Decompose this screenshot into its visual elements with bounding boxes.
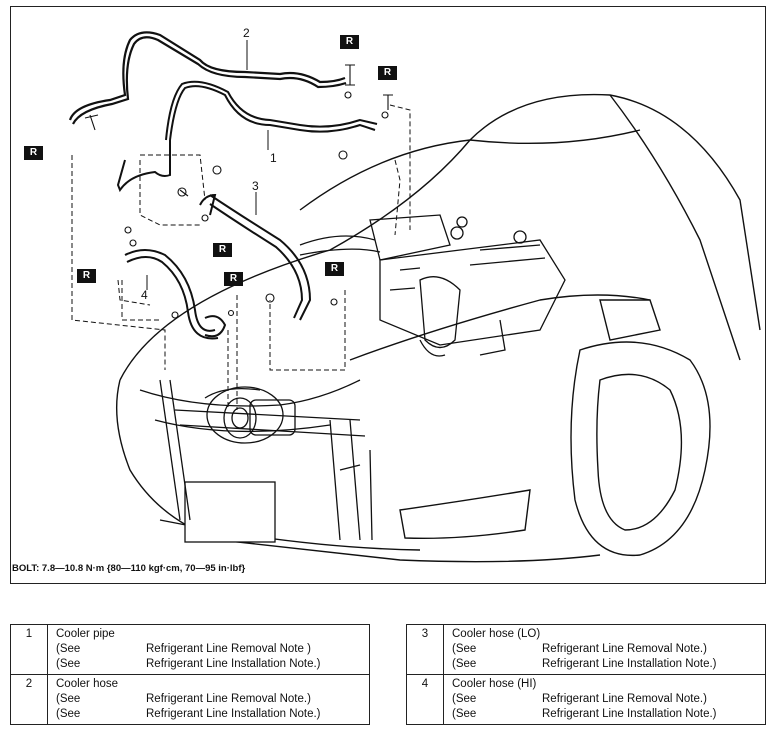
car-ac-lines-illustration (68, 31, 761, 563)
legend-ref: Refrigerant Line Installation Note.) (542, 658, 717, 670)
r-badge: R (213, 243, 232, 257)
legend-title: Cooler hose (LO) (452, 628, 541, 640)
legend-see: (See (56, 708, 81, 720)
legend-number: 3 (406, 624, 444, 675)
callout-3: 3 (252, 179, 259, 193)
legend-row: 2 Cooler hose (See Refrigerant Line Remov… (10, 674, 370, 725)
front-grille (139, 379, 373, 543)
legend-ref: Refrigerant Line Installation Note.) (542, 708, 717, 720)
legend-title: Cooler hose (56, 678, 119, 690)
legend-see: (See (452, 708, 477, 720)
fittings (84, 64, 393, 319)
legend-see: (See (56, 658, 81, 670)
callout-2: 2 (243, 26, 250, 40)
legend-title: Cooler pipe (56, 628, 115, 640)
r-badge: R (325, 262, 344, 276)
legend-number: 4 (406, 674, 444, 725)
legend-see: (See (56, 643, 81, 655)
car-body (116, 93, 761, 563)
hvac-unit (299, 214, 566, 357)
legend-row: 1 Cooler pipe (See Refrigerant Line Remov… (10, 624, 370, 675)
legend-see: (See (56, 693, 81, 705)
cooler-hose-2 (68, 31, 347, 125)
r-badge: R (77, 269, 96, 283)
diagram-frame (10, 6, 766, 584)
leader-lines (71, 104, 411, 410)
r-badge: R (378, 66, 397, 80)
ac-compressor (204, 386, 296, 444)
legend-ref: Refrigerant Line Removal Note.) (542, 643, 707, 655)
legend-see: (See (452, 643, 477, 655)
legend-see: (See (452, 693, 477, 705)
legend-number: 2 (10, 674, 48, 725)
legend-number: 1 (10, 624, 48, 675)
callout-leaders (146, 40, 269, 290)
callout-1: 1 (270, 151, 277, 165)
r-badge: R (340, 35, 359, 49)
legend-ref: Refrigerant Line Removal Note.) (542, 693, 707, 705)
legend-ref: Refrigerant Line Installation Note.) (146, 708, 321, 720)
cooler-pipe-1 (116, 80, 378, 193)
legend-ref: Refrigerant Line Removal Note.) (146, 693, 311, 705)
legend-ref: Refrigerant Line Installation Note.) (146, 658, 321, 670)
legend-title: Cooler hose (HI) (452, 678, 537, 690)
legend-see: (See (452, 658, 477, 670)
cooler-hose-3-lo (199, 193, 312, 321)
cooler-hose-4-hi (124, 249, 227, 340)
legend-ref: Refrigerant Line Removal Note ) (146, 643, 311, 655)
bolt-torque-note: BOLT: 7.8—10.8 N·m {80—110 kgf·cm, 70—95… (12, 563, 246, 574)
callout-4: 4 (141, 288, 148, 302)
r-badge: R (24, 146, 43, 160)
r-badge: R (224, 272, 243, 286)
